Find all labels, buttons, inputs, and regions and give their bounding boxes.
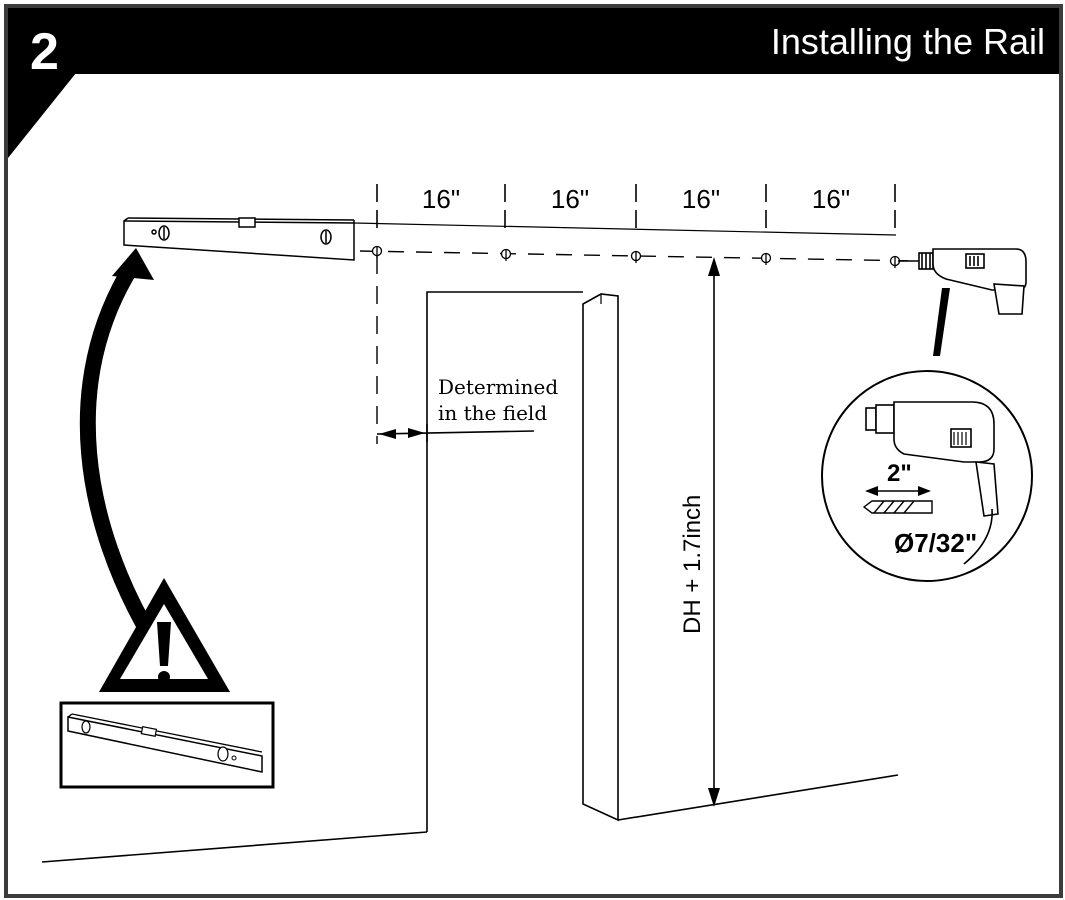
drill-hole-markers xyxy=(371,245,901,268)
warning-triangle-icon xyxy=(99,578,230,692)
spacing-label: 16" xyxy=(422,184,460,214)
field-note-line2: in the field xyxy=(438,401,547,425)
bit-depth-label: 2" xyxy=(887,460,912,487)
drill-icon xyxy=(898,248,1027,315)
height-dimension-label: DH + 1.7inch xyxy=(679,495,706,634)
spirit-level-icon xyxy=(123,217,355,261)
height-dimension xyxy=(708,257,720,807)
bit-depth-arrow xyxy=(865,486,931,496)
spacing-label: 16" xyxy=(812,184,850,214)
drill-hole-line xyxy=(359,250,919,262)
field-note-line1: Determined xyxy=(438,375,558,399)
spacing-guides xyxy=(376,184,896,228)
drill-detail-callout xyxy=(821,370,1033,582)
floor-line-right xyxy=(617,774,899,821)
level-inset-box xyxy=(59,701,275,789)
level-reference-line xyxy=(353,222,897,236)
bit-diameter-label: Ø7/32" xyxy=(894,528,977,558)
edge-distance-dimension xyxy=(376,424,535,442)
callout-pointer xyxy=(933,288,950,356)
drill-bit-icon xyxy=(862,500,933,514)
floor-line-left xyxy=(41,831,428,863)
spacing-label: 16" xyxy=(551,184,589,214)
step-corner-badge xyxy=(8,8,128,158)
page-title: Installing the Rail xyxy=(770,21,1045,62)
door-jamb xyxy=(582,293,619,822)
instruction-panel: 16" 16" 16" 16" Determined in the field … xyxy=(4,4,1063,898)
door-opening-edge xyxy=(426,291,583,832)
step-number: 2 xyxy=(30,23,59,81)
header-bar xyxy=(8,8,1059,74)
installation-diagram: 16" 16" 16" 16" Determined in the field … xyxy=(41,184,1033,863)
spacing-label: 16" xyxy=(682,184,720,214)
curved-arrow xyxy=(79,248,159,644)
